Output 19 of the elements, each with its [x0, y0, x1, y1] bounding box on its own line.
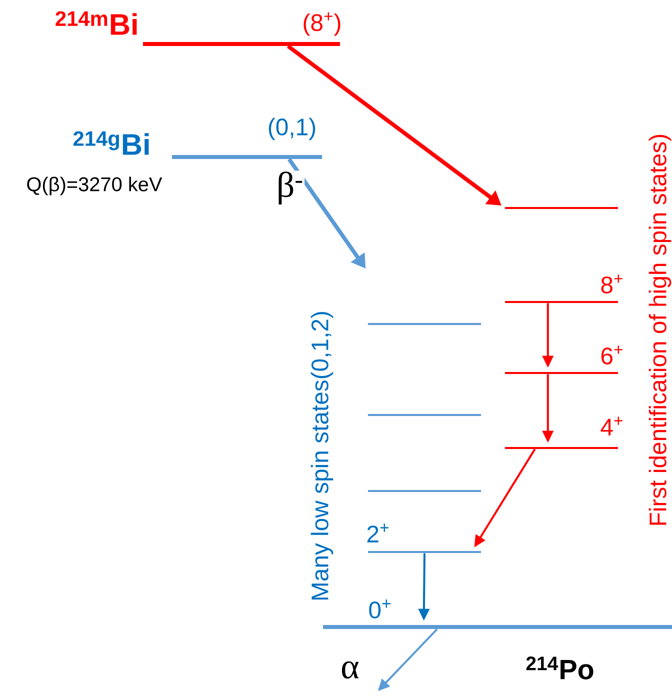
group-label: Many low spin states(0,1,2) [310, 312, 334, 600]
level-line [368, 323, 481, 325]
level-label: (8$^{+}$) [304, 12, 340, 36]
level-line [368, 490, 481, 492]
level-label: (0,1) [268, 118, 316, 140]
nucleus-label: $^{214}$Po [526, 656, 594, 680]
q-value-label: Q(β)=3270 keV [27, 176, 162, 196]
decay-label: α [340, 660, 360, 680]
decay-label: β$^{-}$ [275, 170, 305, 206]
level-label: 2$^{+}$ [367, 524, 388, 542]
level-label: 0$^{+}$ [369, 600, 390, 618]
level-label: $^{214g}$Bi [73, 131, 149, 155]
level-line [505, 207, 618, 209]
level-label: 8$^{+}$ [601, 274, 622, 294]
level-line [368, 414, 481, 416]
level-label: 4$^{+}$ [600, 416, 622, 436]
level-label: $^{214m}$Bi [56, 11, 137, 35]
level-label: 6$^{+}$ [601, 346, 622, 364]
group-label: First identification of high spin states) [648, 134, 672, 525]
